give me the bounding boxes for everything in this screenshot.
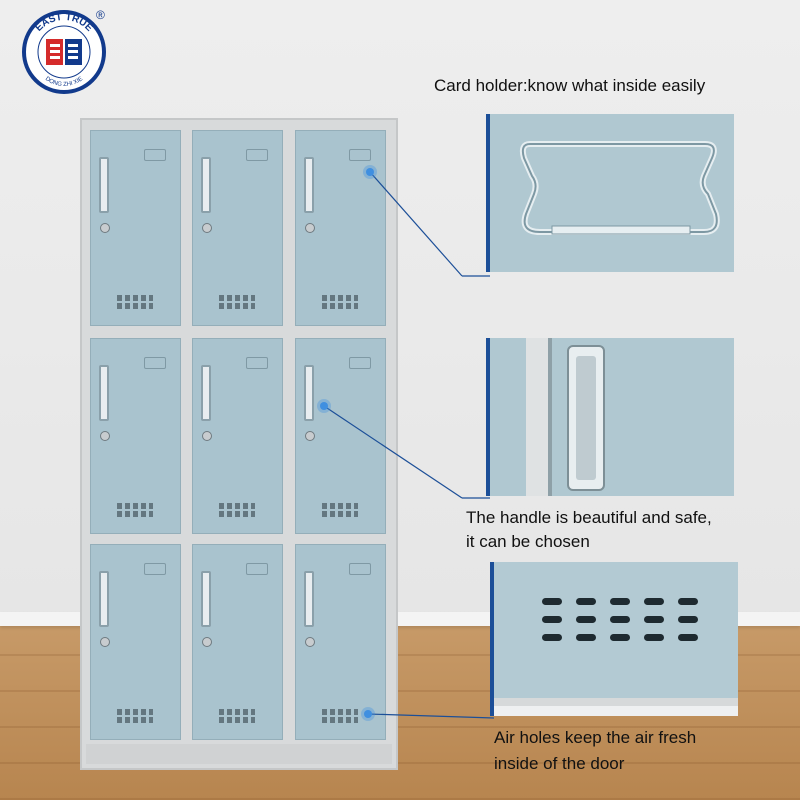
- card-holder-illustration: [490, 114, 734, 272]
- air-vents: [219, 295, 255, 309]
- air-holes-closeup: [490, 562, 738, 716]
- keyhole-lock-icon: [100, 637, 110, 647]
- door-handle: [304, 157, 314, 213]
- air-vents: [117, 709, 153, 723]
- logo-subtext: DONG ZHI XIE: [44, 76, 84, 88]
- keyhole-lock-icon: [202, 637, 212, 647]
- locker-door: [192, 130, 283, 326]
- keyhole-lock-icon: [305, 431, 315, 441]
- callout-dot-card-holder: [366, 168, 374, 176]
- keyhole-lock-icon: [305, 223, 315, 233]
- air-vents: [117, 295, 153, 309]
- air-holes-caption-line2: inside of the door: [494, 754, 625, 773]
- air-holes-illustration: [494, 562, 738, 716]
- air-holes-caption-line1: Air holes keep the air fresh: [494, 728, 697, 747]
- door-handle: [99, 157, 109, 213]
- locker-door: [295, 130, 386, 326]
- air-vents: [117, 503, 153, 517]
- locker-door: [192, 544, 283, 740]
- registered-mark: ®: [96, 8, 105, 22]
- door-handle: [304, 571, 314, 627]
- card-holder: [246, 563, 268, 575]
- handle-caption-line1: The handle is beautiful and safe,: [466, 508, 712, 527]
- callout-dot-handle: [320, 402, 328, 410]
- keyhole-lock-icon: [202, 223, 212, 233]
- keyhole-lock-icon: [202, 431, 212, 441]
- air-vents: [322, 503, 358, 517]
- callout-dot-air-holes: [364, 710, 372, 718]
- locker-door: [192, 338, 283, 534]
- locker-door: [295, 544, 386, 740]
- card-holder: [349, 149, 371, 161]
- cabinet-plinth: [86, 744, 392, 764]
- locker-cabinet: [80, 118, 398, 770]
- card-holder-closeup: [486, 114, 734, 272]
- door-handle: [99, 365, 109, 421]
- card-holder: [246, 357, 268, 369]
- card-holder: [144, 563, 166, 575]
- locker-door: [90, 130, 181, 326]
- air-vents: [322, 709, 358, 723]
- handle-caption-line2: it can be chosen: [466, 532, 590, 551]
- card-holder: [246, 149, 268, 161]
- locker-door: [295, 338, 386, 534]
- svg-text:DONG ZHI XIE: DONG ZHI XIE: [44, 76, 84, 88]
- locker-door: [90, 544, 181, 740]
- locker-door: [90, 338, 181, 534]
- air-vents: [322, 295, 358, 309]
- keyhole-lock-icon: [100, 223, 110, 233]
- card-holder: [349, 563, 371, 575]
- air-vents: [219, 503, 255, 517]
- door-handle: [201, 365, 211, 421]
- door-handle: [304, 365, 314, 421]
- door-handle: [99, 571, 109, 627]
- card-holder-caption: Card holder:know what inside easily: [434, 76, 706, 95]
- card-holder: [144, 149, 166, 161]
- card-holder: [349, 357, 371, 369]
- brand-logo: EAST TRUE DONG ZHI XIE: [22, 10, 106, 94]
- card-holder: [144, 357, 166, 369]
- keyhole-lock-icon: [100, 431, 110, 441]
- door-handle: [201, 571, 211, 627]
- door-handle: [201, 157, 211, 213]
- handle-illustration: [490, 338, 734, 496]
- handle-closeup: [486, 338, 734, 496]
- air-vents: [219, 709, 255, 723]
- keyhole-lock-icon: [305, 637, 315, 647]
